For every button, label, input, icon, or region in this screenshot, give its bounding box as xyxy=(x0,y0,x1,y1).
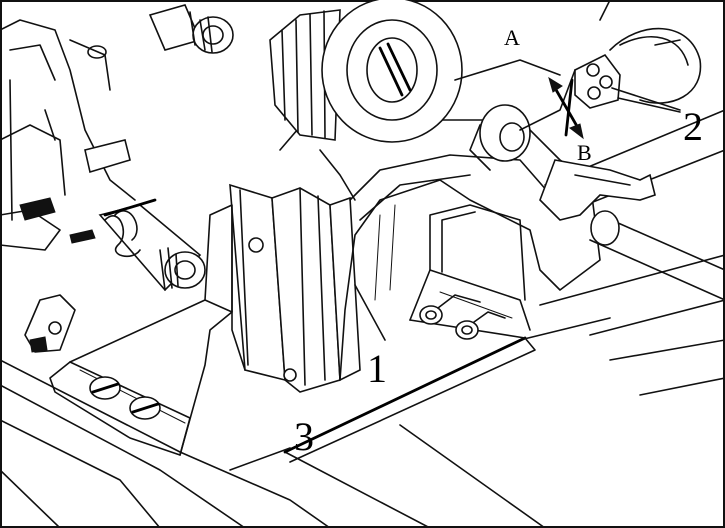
callout-3: 3 xyxy=(294,414,314,459)
bracket-screw-1 xyxy=(89,376,121,400)
leader-line-2 xyxy=(611,87,681,113)
plate-screw-2 xyxy=(455,311,506,340)
part-1-presser-block xyxy=(229,183,361,393)
thread-tension-spring xyxy=(69,198,206,292)
leader-line-3 xyxy=(229,447,291,471)
leader-line-1 xyxy=(354,284,386,341)
callout-b: B xyxy=(577,140,592,165)
callout-a: A xyxy=(504,25,520,50)
machine-bed xyxy=(0,254,725,528)
right-bushing xyxy=(469,104,531,171)
handwheel xyxy=(269,0,463,143)
plate-screw-1 xyxy=(419,294,481,325)
left-side-frame xyxy=(0,19,136,353)
part-2-thread-guide xyxy=(574,0,702,109)
direction-arrow-ab xyxy=(548,76,584,140)
bracket-screw-2 xyxy=(129,396,161,420)
callout-1: 1 xyxy=(367,346,387,391)
right-lever xyxy=(454,59,656,221)
callout-2: 2 xyxy=(683,104,703,149)
top-spool-gear xyxy=(148,4,234,54)
